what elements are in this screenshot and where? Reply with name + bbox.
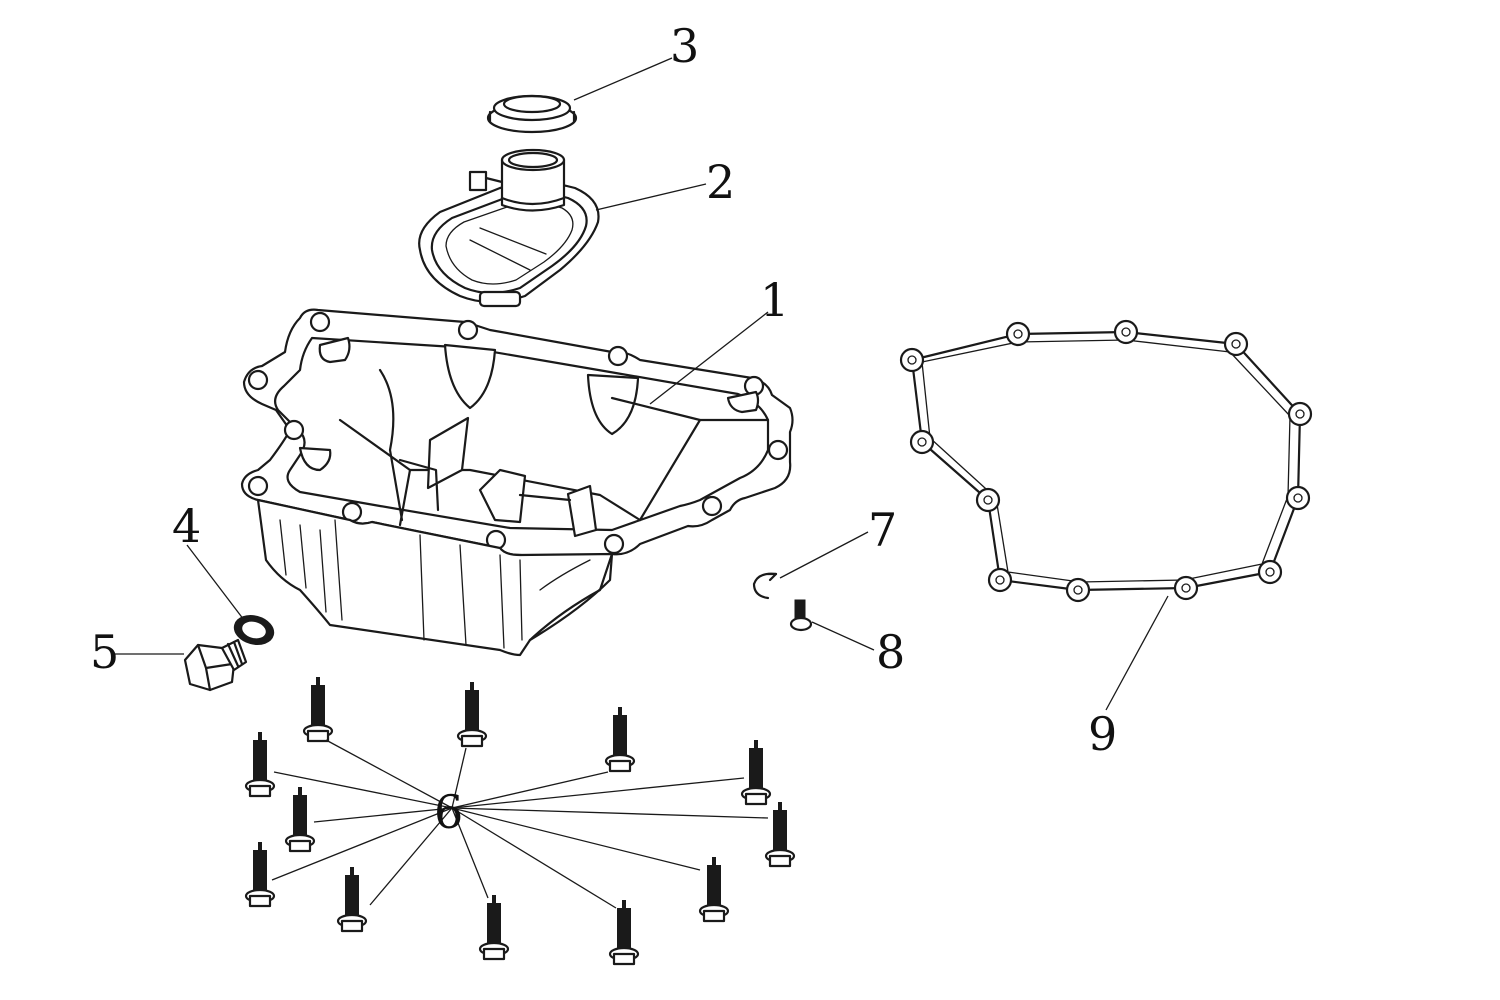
bolt-leader-line [273,771,453,809]
flange-bolt [764,802,796,868]
gasket-bolt-hole [1173,575,1199,601]
gasket-hole-inner [1181,583,1191,593]
gasket-hole-inner [1265,567,1275,577]
flange-bolt [608,900,640,966]
flange-bolt [740,740,772,806]
gasket-bolt-hole [1257,559,1283,585]
part-7-clip [752,572,778,600]
gasket-bolt-hole [899,347,925,373]
gasket-bolt-hole [987,567,1013,593]
flange-bolt [698,857,730,923]
callout-3: 3 [670,19,699,73]
gasket-hole-inner [995,575,1005,585]
gasket-bolt-hole [1285,485,1311,511]
callout-4: 4 [172,499,201,553]
gasket-bolt-hole [1065,577,1091,603]
part-9-gasket [899,319,1313,603]
gasket-bolt-hole [975,487,1001,513]
flange-bolt [244,732,276,798]
part-8-small-bolt [789,599,813,632]
part-3-seal-ring [486,94,578,134]
gasket-hole-inner [1013,329,1023,339]
bolt-leader-line [313,807,453,823]
flange-bolt [336,867,368,933]
callout-1: 1 [760,273,789,327]
gasket-bolt-hole [909,429,935,455]
leader-lines [112,57,1169,909]
gasket-hole-inner [1293,493,1303,503]
gasket-hole-inner [1295,409,1305,419]
gasket-hole-inner [983,495,993,505]
gasket-hole-inner [907,355,917,365]
bolt-leader-line [451,771,609,809]
bolt-leader-line [271,807,453,881]
bolt-leader-line [369,807,453,906]
flange-bolt [284,787,316,853]
part-5-drain-plug [183,638,248,692]
bolt-leader-line [451,777,745,809]
callout-9: 9 [1088,707,1117,761]
callout-labels: 3 2 1 4 5 6 7 8 9 [90,19,1117,839]
callout-7: 7 [868,503,897,557]
gasket-hole-inner [917,437,927,447]
flange-bolt [604,707,636,773]
part-4-washer [233,615,275,645]
gasket-hole-inner [1231,339,1241,349]
part-6-flange-bolts [244,677,796,966]
gasket-hole-inner [1121,327,1131,337]
flange-bolt [478,895,510,961]
gasket-bolt-hole [1113,319,1139,345]
gasket-bolt-hole [1287,401,1313,427]
gasket-hole-inner [1073,585,1083,595]
bolt-leader-line [451,807,701,871]
bolt-leader-line [451,807,617,909]
callout-6: 6 [434,785,463,839]
flange-bolt [244,842,276,908]
gasket-bolt-hole [1223,331,1249,357]
callout-8: 8 [876,625,905,679]
bolt-leader-line [451,747,467,809]
flange-bolt [302,677,334,743]
flange-bolt [456,682,488,748]
gasket-bolt-hole [1005,321,1031,347]
part-2-oil-strainer [418,148,600,308]
callout-2: 2 [706,155,735,209]
callout-5: 5 [90,625,119,679]
part-1-oil-pan [240,308,794,657]
bolt-leader-line [451,807,489,899]
bolt-leader-line [325,739,453,809]
bolt-leader-line [451,807,769,819]
